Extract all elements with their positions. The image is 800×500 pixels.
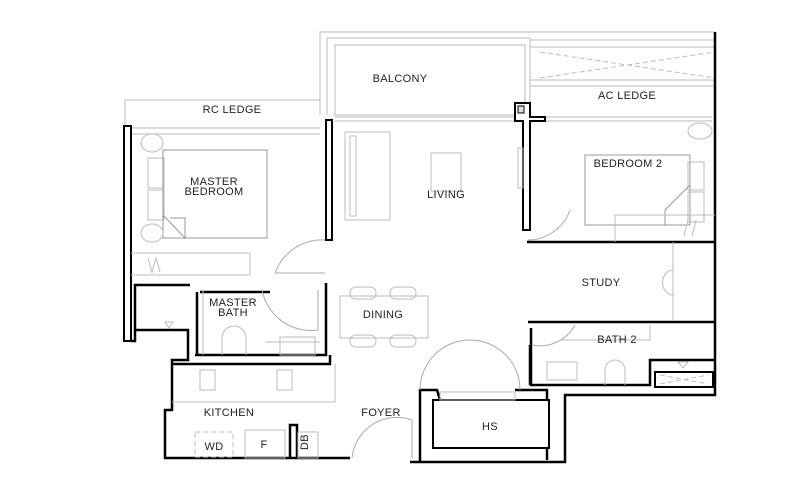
label-washer-dryer: WD <box>205 441 224 453</box>
furniture <box>131 122 715 459</box>
room-label-rc-ledge: RC LEDGE <box>203 104 262 116</box>
room-label-bath-2: BATH 2 <box>597 334 637 346</box>
room-label-ac-ledge: AC LEDGE <box>598 90 656 102</box>
label-distribution-board: DB <box>299 434 311 450</box>
doors <box>261 209 576 459</box>
room-label-master-bedroom-2: BEDROOM <box>185 186 244 198</box>
room-label-kitchen: KITCHEN <box>204 407 254 419</box>
label-fridge: F <box>260 439 267 451</box>
room-label-master-bath-2: BATH <box>218 307 248 319</box>
room-label-dining: DINING <box>363 309 403 321</box>
room-label-bedroom-2: BEDROOM 2 <box>594 158 663 170</box>
room-label-living: LIVING <box>427 189 465 201</box>
room-label-foyer: FOYER <box>361 407 400 419</box>
room-label-master-bath-1: MASTER <box>209 297 257 309</box>
balcony-outline <box>319 31 716 122</box>
room-label-master-bedroom-1: MASTER <box>190 176 238 188</box>
walls <box>123 32 717 464</box>
room-label-balcony: BALCONY <box>373 73 428 85</box>
rc-ledge-outline <box>124 99 320 135</box>
room-label-study: STUDY <box>582 277 621 289</box>
room-label-hs: HS <box>482 421 498 433</box>
